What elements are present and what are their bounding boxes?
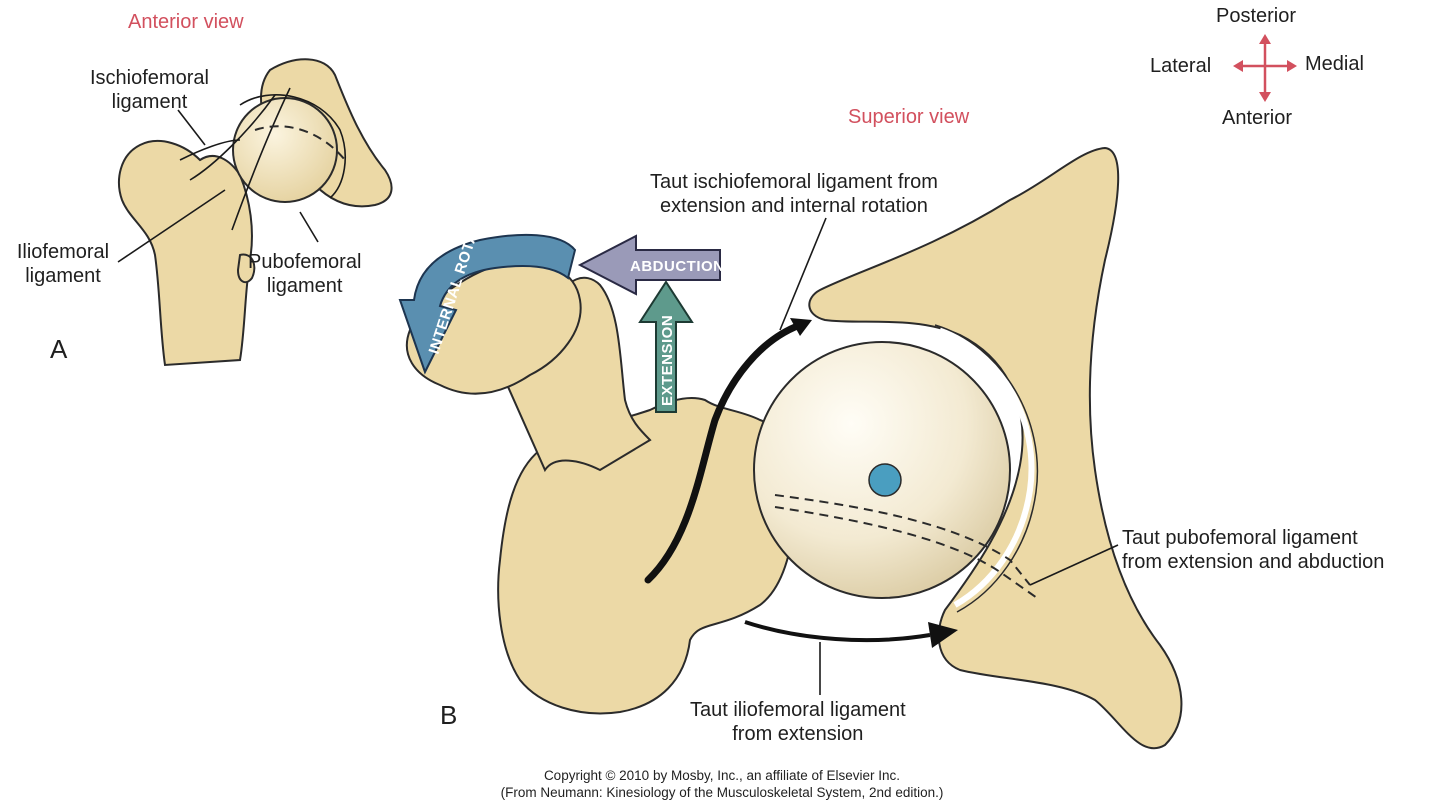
panel-a-joint-rim bbox=[239, 94, 346, 199]
panel-b-view-label: Superior view bbox=[848, 106, 970, 128]
compass-posterior: Posterior bbox=[1216, 5, 1297, 27]
panel-a-iliofemoral-line2: ligament bbox=[25, 265, 101, 287]
panel-a-pubofemoral-band bbox=[254, 125, 346, 161]
copyright-notice: Copyright © 2010 by Mosby, Inc., an affi… bbox=[452, 767, 992, 801]
panel-b-letter: B bbox=[440, 700, 458, 730]
panel-a-lesser-trochanter bbox=[236, 253, 256, 284]
panel-b-ischiofemoral-line1: Taut ischiofemoral ligament from bbox=[650, 171, 938, 193]
panel-a-ischiofemoral-label: Ischiofemoral ligament bbox=[90, 66, 209, 114]
panel-b-femur bbox=[497, 397, 798, 715]
panel-b-pubofemoral-line2: from extension and abduction bbox=[1122, 551, 1385, 573]
panel-b-iliofemoral-line2: from extension bbox=[732, 723, 864, 745]
panel-b-pubo-leader bbox=[1029, 544, 1119, 586]
panel-a-ischiofemoral-line1: Ischiofemoral bbox=[90, 67, 209, 89]
abduction-arrow: ABDUCTION bbox=[577, 234, 725, 296]
panel-b-ischiofemoral-callout: Taut ischiofemoral ligament from extensi… bbox=[650, 170, 938, 218]
extension-arrow-label: EXTENSION bbox=[659, 315, 676, 406]
panel-a-ischiofemoral-line2: ligament bbox=[111, 91, 188, 113]
panel-a-iliofemoral-band-2 bbox=[189, 94, 276, 181]
panel-b-ischiofemoral-line2: extension and internal rotation bbox=[659, 195, 928, 217]
panel-a-view-label: Anterior view bbox=[128, 11, 244, 33]
panel-a-ilio-leader bbox=[117, 189, 226, 263]
panel-a-femur bbox=[118, 140, 253, 367]
panel-b-iliofemoral-callout: Taut iliofemoral ligament from extension bbox=[690, 698, 906, 746]
compass-anterior: Anterior bbox=[1222, 107, 1293, 129]
panel-b-pubofemoral-band-1 bbox=[774, 494, 1031, 586]
panel-b-iliofemoral-line1: Taut iliofemoral ligament bbox=[690, 699, 906, 721]
compass-lateral: Lateral bbox=[1150, 55, 1212, 77]
panel-a-iliofemoral-band-1 bbox=[231, 87, 291, 231]
panel-a-iliofemoral-line1: Iliofemoral bbox=[16, 241, 110, 263]
panel-a-letter: A bbox=[50, 334, 68, 364]
panel-a-pubofemoral-line1: Pubofemoral bbox=[248, 251, 362, 273]
panel-a-femur-illustration bbox=[117, 58, 393, 367]
panel-b-iliofemoral-arrow bbox=[744, 620, 931, 643]
panel-b-pubofemoral-callout: Taut pubofemoral ligament from extension… bbox=[1122, 526, 1384, 574]
abduction-arrow-label: ABDUCTION bbox=[630, 258, 725, 275]
compass-medial: Medial bbox=[1305, 53, 1364, 75]
panel-a-ischiofemoral-line bbox=[179, 139, 241, 161]
panel-b-ischiofemoral-band bbox=[644, 321, 804, 584]
copyright-line1: Copyright © 2010 by Mosby, Inc., an affi… bbox=[543, 768, 901, 783]
extension-arrow: EXTENSION bbox=[638, 280, 694, 413]
orientation-compass bbox=[1233, 34, 1297, 102]
panel-a-pubofemoral-label: Pubofemoral ligament bbox=[248, 250, 361, 298]
panel-a-pubo-leader bbox=[299, 211, 319, 243]
panel-b-ischio-leader bbox=[779, 217, 827, 331]
copyright-line2: (From Neumann: Kinesiology of the Muscul… bbox=[500, 785, 944, 800]
panel-b-acetabular-rim bbox=[939, 327, 1035, 608]
panel-a-ischio-leader bbox=[177, 109, 206, 146]
panel-a-iliofemoral-label: Iliofemoral ligament bbox=[0, 240, 126, 288]
panel-b-illustration: EXTENSION ABDUCTION INTERNAL ROTATION bbox=[398, 146, 1183, 750]
panel-b-pubofemoral-line1: Taut pubofemoral ligament bbox=[1122, 527, 1358, 549]
panel-a-pubofemoral-line2: ligament bbox=[266, 275, 343, 297]
panel-b-head-center-dot bbox=[868, 463, 902, 497]
panel-b-pubofemoral-band-2 bbox=[774, 506, 1041, 601]
